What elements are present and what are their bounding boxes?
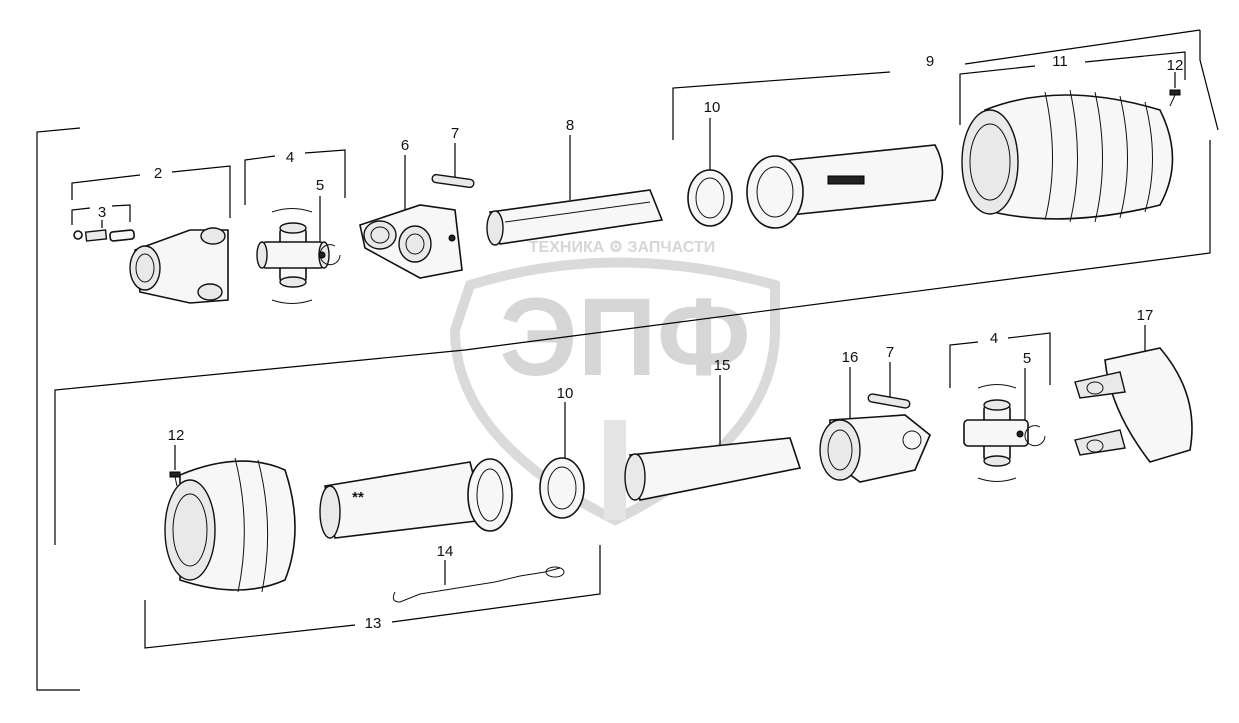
label-13: 13: [365, 615, 382, 632]
label-4-top: 4: [286, 149, 294, 166]
part-2-splined-yoke: [129, 227, 229, 304]
part-12-screw-bottom: [169, 471, 181, 487]
part-5-circlip-bottom: [1024, 425, 1046, 447]
label-8: 8: [566, 117, 574, 134]
watermark-shield: [449, 257, 780, 526]
part-3-locking-pin-set: [73, 229, 135, 242]
label-10-bottom: 10: [557, 385, 574, 402]
label-12-bottom: 12: [168, 427, 185, 444]
watermark-wheat-icon: [604, 420, 626, 520]
part-7-spring-pin-bottom: [867, 393, 911, 409]
watermark-logo-letters: ЭПФ: [499, 276, 750, 399]
watermark-brand-text: ТЕХНИКА ⚙ ЗАПЧАСТИ: [529, 239, 715, 256]
label-7-bottom: 7: [886, 344, 894, 361]
label-3: 3: [98, 204, 106, 221]
watermark: ЭПФ ТЕХНИКА ⚙ ЗАПЧАСТИ: [449, 239, 780, 526]
part-15-outer-profile-tube: [624, 437, 802, 501]
label-10-top: 10: [704, 99, 721, 116]
label-14: 14: [437, 543, 454, 560]
part-6-inner-yoke: [359, 204, 463, 279]
part-17-yoke-with-guard: [1074, 347, 1193, 463]
label-11: 11: [1052, 53, 1068, 70]
part-4-universal-joint-cross: [256, 208, 330, 304]
label-4-bottom: 4: [990, 330, 998, 347]
part-5-circlip: [318, 244, 341, 266]
label-2: 2: [154, 165, 162, 182]
label-15: 15: [714, 357, 731, 374]
part-16-inner-yoke: [819, 414, 931, 483]
double-star-note: **: [352, 489, 364, 506]
part-11-guard-bellows: [961, 89, 1174, 223]
label-17: 17: [1137, 307, 1154, 324]
part-13-outer-tube: **: [319, 458, 513, 539]
part-4-universal-joint-cross-bottom: [963, 384, 1029, 482]
part-7-spring-pin: [431, 173, 475, 189]
leader-lines: [101, 72, 1176, 585]
label-16: 16: [842, 349, 859, 366]
part-10-bearing-ring: [687, 169, 733, 227]
part-10-bearing-ring-bottom: [539, 457, 585, 519]
part-14-safety-chain: [392, 566, 565, 603]
part-labels: 2 3 4 5 6 7 8 9 10 11 12 12 13 10 14 15 …: [98, 53, 1184, 632]
bracket-lines: [36, 29, 1219, 691]
label-9: 9: [926, 53, 934, 70]
label-6: 6: [401, 137, 409, 154]
part-9-outer-guard-tube: [746, 144, 944, 229]
label-12-top: 12: [1167, 57, 1184, 74]
label-7-top: 7: [451, 125, 459, 142]
part-12-screw: [1169, 89, 1181, 107]
label-5-bottom: 5: [1023, 350, 1031, 367]
label-5-top: 5: [316, 177, 324, 194]
part-13-guard-bellows-bottom: [164, 457, 296, 593]
part-8-inner-profile-tube: [486, 189, 664, 246]
